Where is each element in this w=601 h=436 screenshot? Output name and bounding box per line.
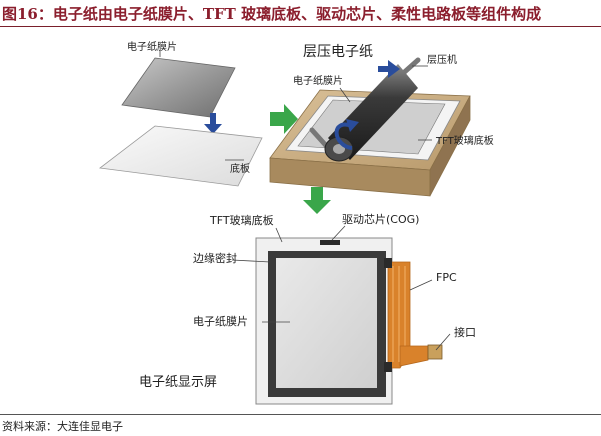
step2-film-label: 电子纸膜片 <box>293 74 343 87</box>
step1-to-step2-arrow-icon <box>270 104 298 134</box>
step3-film-label: 电子纸膜片 <box>193 315 248 328</box>
header-bar: 图16：电子纸由电子纸膜片、TFT 玻璃底板、驱动芯片、柔性电路板等组件构成 <box>0 0 601 27</box>
step2-to-step3-arrow-icon <box>303 187 331 214</box>
step2-title: 层压电子纸 <box>303 44 373 60</box>
press-bed-side <box>429 95 471 197</box>
step1-base-label: 底板 <box>230 162 250 175</box>
step2-press-label: 层压机 <box>427 53 457 66</box>
step3-tft-leader-line <box>275 227 283 243</box>
step1-down-arrow-icon <box>204 113 222 134</box>
step2-tft-label: TFT玻璃底板 <box>435 134 494 147</box>
base-plate <box>98 125 263 187</box>
footer-divider <box>0 414 601 415</box>
fpc-ribbon <box>384 258 429 372</box>
push-direction-arrow-icon <box>378 60 400 78</box>
step3-display-label: 电子纸显示屏 <box>139 375 217 390</box>
step3-connector-leader-line <box>435 333 451 351</box>
step3-edge-leader-line <box>231 259 271 263</box>
source-note: 资料来源：大连佳显电子 <box>2 420 123 433</box>
e-paper-screen <box>276 258 377 388</box>
step2-group: 层压电子纸 层压机 电子纸膜片 TFT玻璃底 <box>269 44 494 197</box>
rotation-arrow-icon <box>334 119 359 150</box>
laminating-roller <box>309 57 421 162</box>
step3-group: TFT玻璃底板 驱动芯片(COG) 边缘密封 FPC 电子纸膜片 接口 电子纸显… <box>139 212 476 405</box>
step3-chip-label: 驱动芯片(COG) <box>342 212 419 226</box>
step3-edge-label: 边缘密封 <box>193 251 237 265</box>
connector <box>427 344 443 360</box>
step3-fpc-label: FPC <box>436 271 457 284</box>
step2-film-leader-line <box>339 87 351 103</box>
step3-fpc-leader-line <box>409 279 433 291</box>
step3-connector-label: 接口 <box>454 326 476 339</box>
step3-chip-leader-line <box>331 225 346 241</box>
step1-group: 电子纸膜片 底板 <box>98 40 263 187</box>
figure-title: 图16：电子纸由电子纸膜片、TFT 玻璃底板、驱动芯片、柔性电路板等组件构成 <box>2 5 542 23</box>
e-paper-film-sheet <box>121 57 236 118</box>
step1-film-label: 电子纸膜片 <box>127 40 177 53</box>
step3-tft-label: TFT玻璃底板 <box>209 213 274 227</box>
driver-chip <box>320 240 340 245</box>
